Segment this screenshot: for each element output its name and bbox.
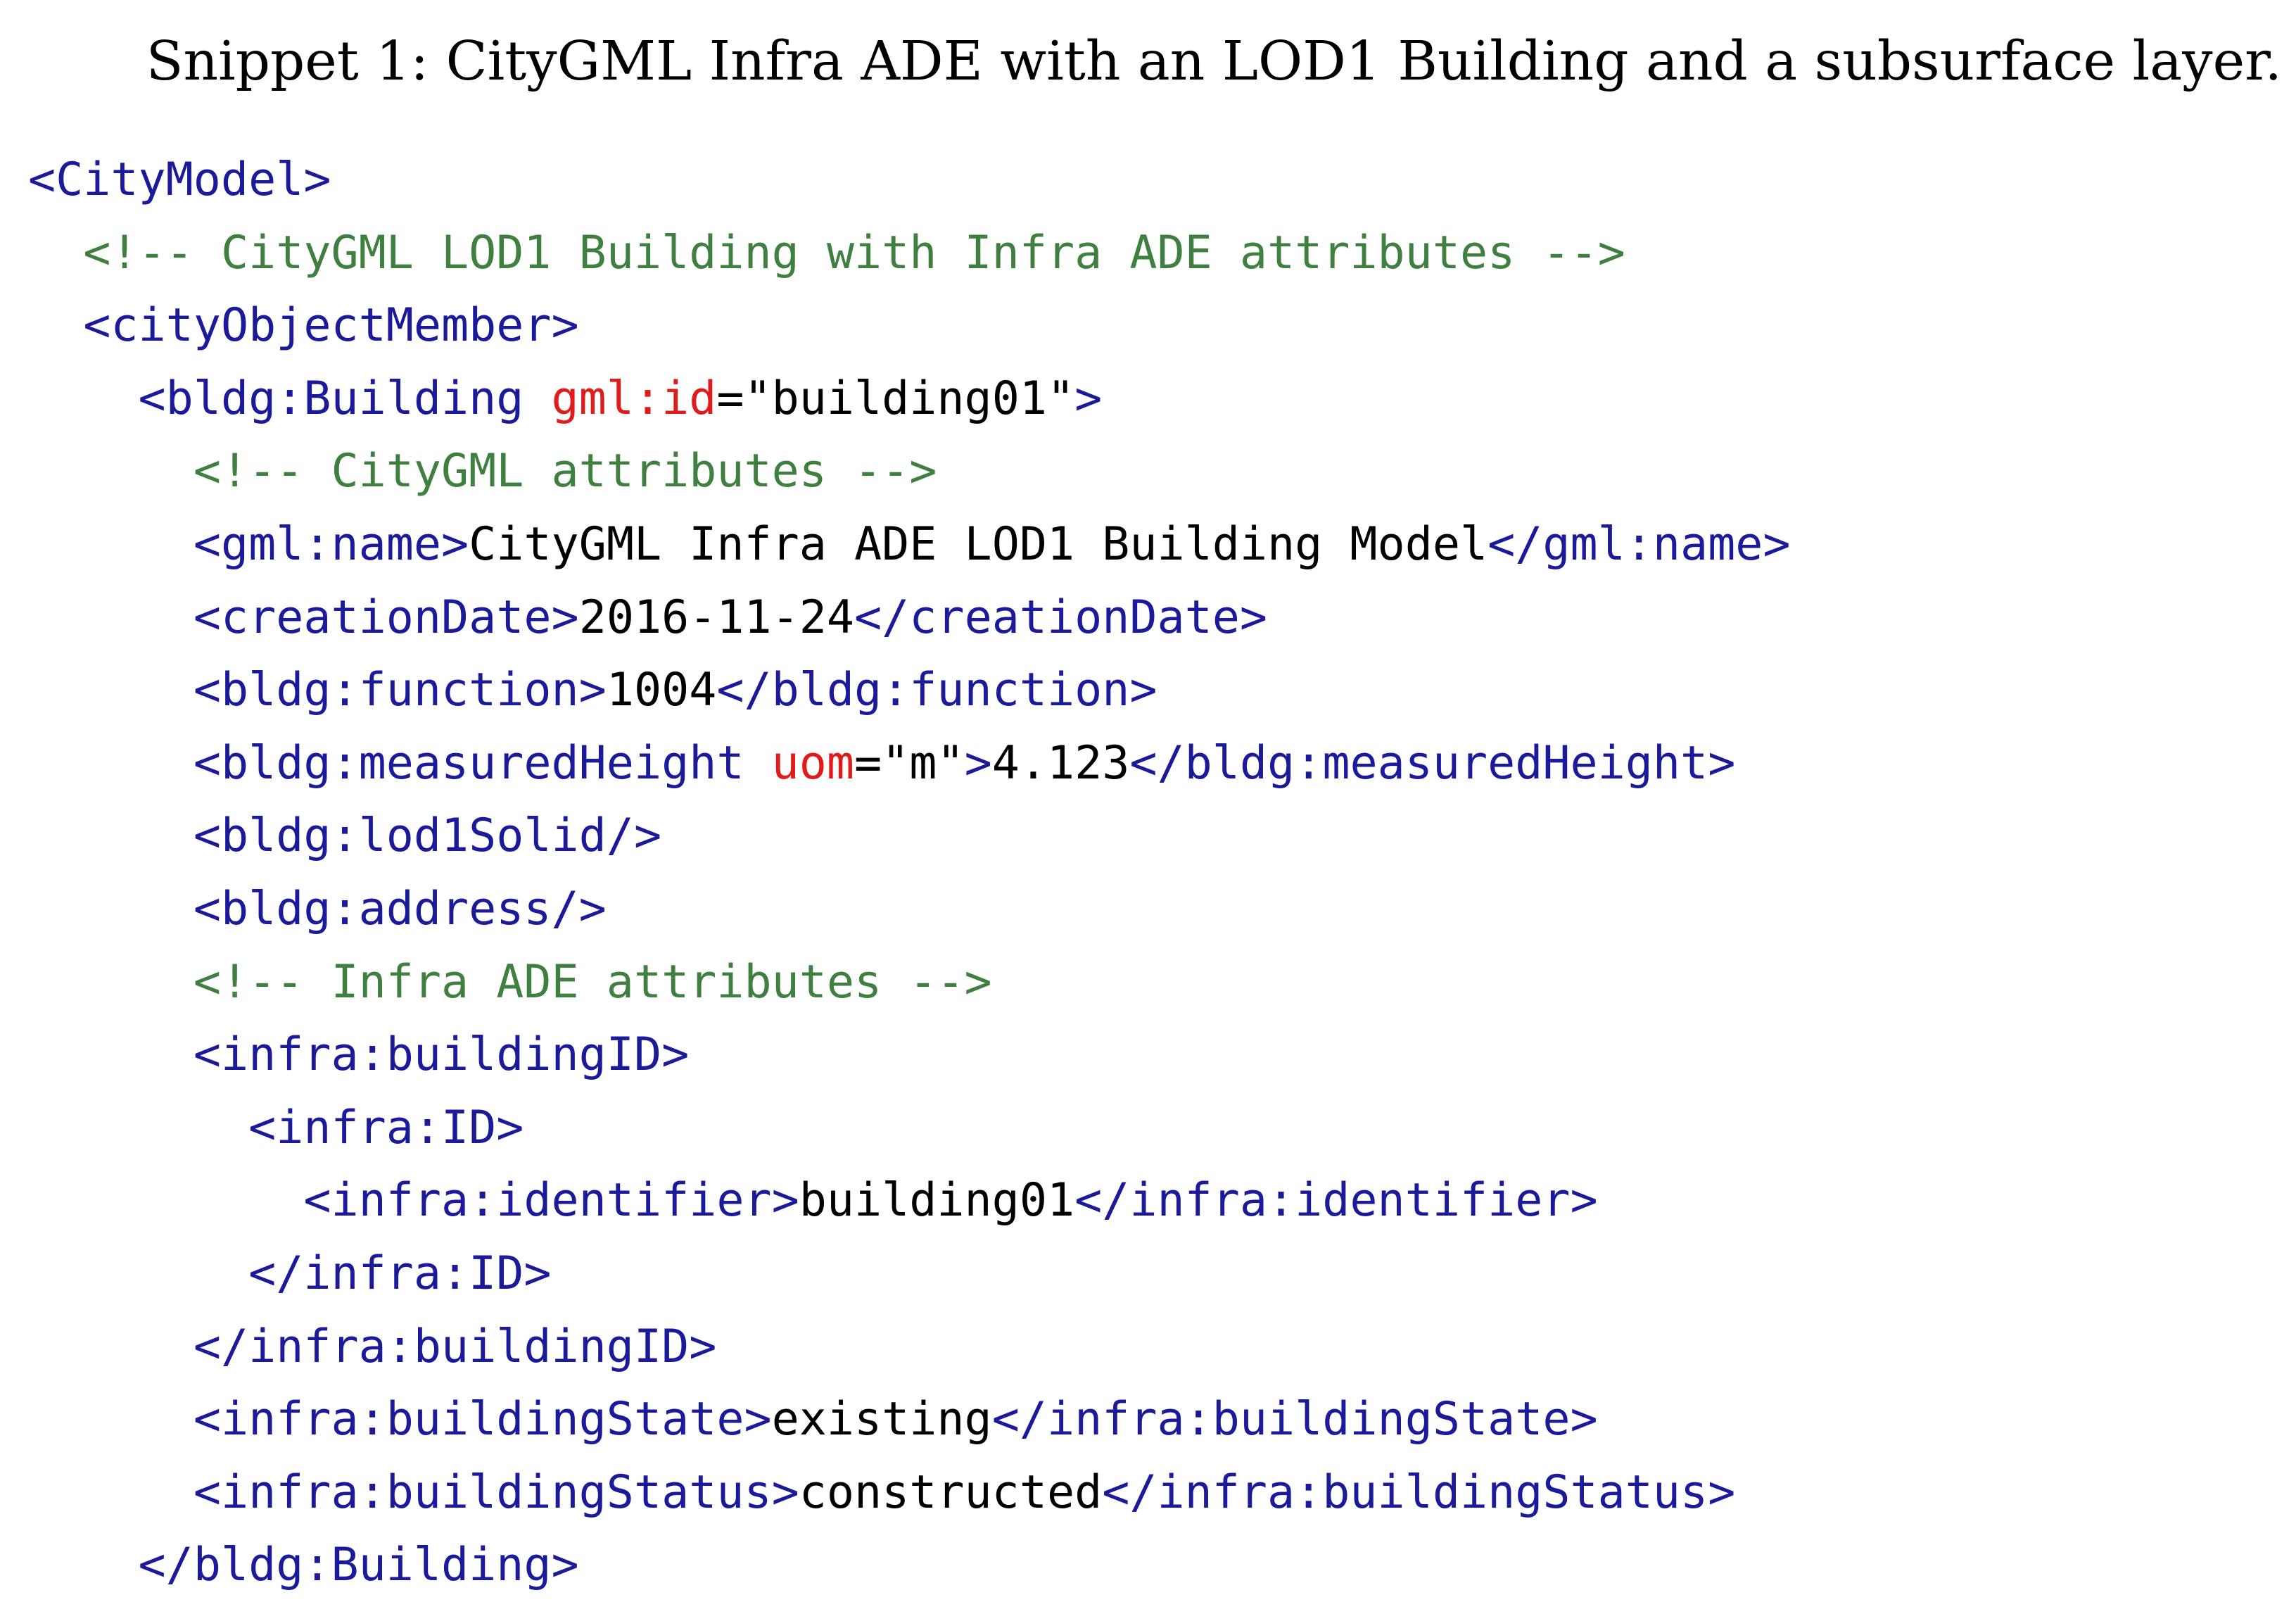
xml-tag: </infra:identifier>	[1074, 1174, 1598, 1228]
xml-tag: <bldg:lod1Solid/>	[193, 809, 662, 863]
code-indent	[28, 372, 139, 425]
xml-tag: </creationDate>	[854, 591, 1268, 644]
xml-tag: <bldg:Building	[138, 372, 552, 425]
xml-attribute: uom	[771, 736, 855, 790]
code-line: </bldg:Building>	[28, 1529, 1791, 1602]
xml-tag: <infra:buildingState>	[193, 1393, 772, 1446]
xml-tag: <bldg:measuredHeight	[193, 736, 772, 790]
xml-tag: </bldg:Building>	[138, 1539, 579, 1592]
snippet-caption: Snippet 1: CityGML Infra ADE with an LOD…	[146, 30, 2282, 93]
code-line: <infra:buildingState>existing</infra:bui…	[28, 1383, 1791, 1456]
code-line: <infra:ID>	[28, 1092, 1791, 1165]
code-line: <bldg:Building gml:id="building01">	[28, 362, 1791, 436]
code-indent	[28, 227, 83, 279]
code-indent	[28, 1466, 194, 1519]
code-line: <infra:buildingID>	[28, 1018, 1791, 1092]
code-indent	[28, 664, 194, 717]
code-line: <infra:identifier>building01</infra:iden…	[28, 1164, 1791, 1237]
xml-text: existing	[771, 1393, 992, 1446]
xml-tag: </infra:buildingID>	[193, 1320, 717, 1373]
code-indent	[28, 445, 194, 498]
xml-text: 1004	[606, 664, 717, 717]
xml-text: CityGML Infra ADE LOD1 Building Model	[469, 517, 1488, 571]
code-line: <cityObjectMember>	[28, 289, 1791, 362]
xml-comment: <!-- CityGML LOD1 Building with Infra AD…	[83, 226, 1625, 279]
xml-tag: </infra:buildingStatus>	[1102, 1465, 1736, 1519]
xml-tag: <infra:identifier>	[303, 1174, 799, 1228]
xml-tag: <gml:name>	[193, 517, 469, 571]
code-line: <!-- CityGML LOD1 Building with Infra AD…	[28, 217, 1791, 290]
code-line: <gml:name>CityGML Infra ADE LOD1 Buildin…	[28, 508, 1791, 581]
xml-tag: </bldg:function>	[716, 664, 1157, 717]
xml-tag: <infra:buildingStatus>	[193, 1465, 799, 1519]
code-line: </infra:ID>	[28, 1237, 1791, 1311]
xml-text: ="m"	[854, 736, 965, 790]
xml-tag: <CityModel>	[28, 153, 331, 206]
xml-text: building01	[799, 1174, 1075, 1228]
xml-comment: <!-- Infra ADE attributes -->	[193, 955, 992, 1009]
code-line: <infra:buildingStatus>constructed</infra…	[28, 1456, 1791, 1530]
xml-text: constructed	[799, 1465, 1103, 1519]
xml-tag: >	[964, 736, 992, 790]
xml-tag: </infra:ID>	[248, 1247, 552, 1300]
code-line: <bldg:function>1004</bldg:function>	[28, 654, 1791, 727]
code-line: <bldg:measuredHeight uom="m">4.123</bldg…	[28, 727, 1791, 800]
code-line: <!-- Infra ADE attributes -->	[28, 946, 1791, 1019]
code-line: <CityModel>	[28, 144, 1791, 217]
code-indent	[28, 1393, 194, 1446]
code-indent	[28, 591, 194, 644]
code-indent	[28, 1247, 248, 1300]
xml-tag: </bldg:measuredHeight>	[1129, 736, 1736, 790]
code-line: <!-- CityGML attributes -->	[28, 435, 1791, 508]
code-indent	[28, 1028, 194, 1081]
xml-tag: <bldg:function>	[193, 664, 607, 717]
code-indent	[28, 737, 194, 790]
xml-tag: <infra:buildingID>	[193, 1028, 690, 1082]
code-indent	[28, 883, 194, 935]
code-line: <bldg:address/>	[28, 873, 1791, 946]
code-indent	[28, 1539, 139, 1591]
xml-text: 4.123	[991, 736, 1130, 790]
xml-code-block: <CityModel> <!-- CityGML LOD1 Building w…	[28, 144, 1791, 1602]
xml-tag: </infra:buildingState>	[991, 1393, 1598, 1446]
xml-tag: <cityObjectMember>	[83, 299, 579, 353]
xml-comment: <!-- CityGML attributes -->	[193, 445, 937, 498]
code-indent	[28, 299, 83, 352]
xml-tag: >	[1074, 372, 1103, 425]
xml-tag: <creationDate>	[193, 591, 579, 644]
code-line: </infra:buildingID>	[28, 1311, 1791, 1384]
code-indent	[28, 1102, 248, 1154]
code-indent	[28, 518, 194, 571]
xml-tag: </gml:name>	[1488, 517, 1791, 571]
code-indent	[28, 809, 194, 862]
xml-tag: <bldg:address/>	[193, 882, 607, 935]
code-indent	[28, 956, 194, 1009]
xml-attribute: gml:id	[551, 372, 717, 425]
code-line: <creationDate>2016-11-24</creationDate>	[28, 581, 1791, 655]
xml-text: ="building01"	[716, 372, 1075, 425]
xml-tag: <infra:ID>	[248, 1101, 524, 1154]
xml-text: 2016-11-24	[578, 591, 855, 644]
code-indent	[28, 1174, 303, 1227]
code-indent	[28, 1320, 194, 1373]
code-line: <bldg:lod1Solid/>	[28, 800, 1791, 873]
